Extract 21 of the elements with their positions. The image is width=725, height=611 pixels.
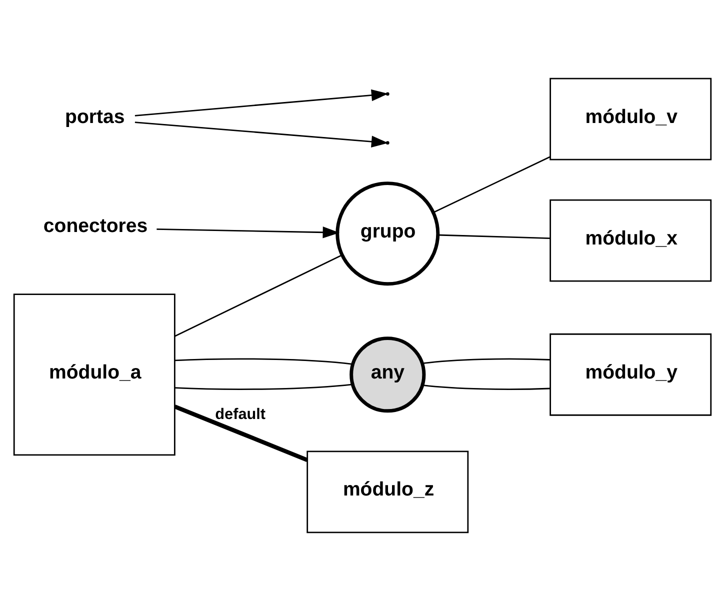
connector [438,234,550,239]
node-box: módulo_z [306,450,469,534]
node-box: módulo_a [13,294,176,456]
connector [422,384,550,390]
edge-label: default [215,406,266,424]
connector [174,254,343,337]
node-box: módulo_y [550,333,712,416]
node-circle: any [350,336,426,413]
arrow [156,226,340,238]
connector [174,358,353,365]
connector [432,156,550,214]
arrow [134,89,388,116]
node-box: módulo_x [550,199,712,282]
node-text: conectores [43,214,148,237]
connector [174,384,353,390]
node-box: módulo_v [550,78,712,160]
arrow [134,122,388,148]
connector [422,358,550,364]
connector [174,404,308,462]
node-text: portas [65,106,125,128]
node-circle: grupo [336,182,440,286]
